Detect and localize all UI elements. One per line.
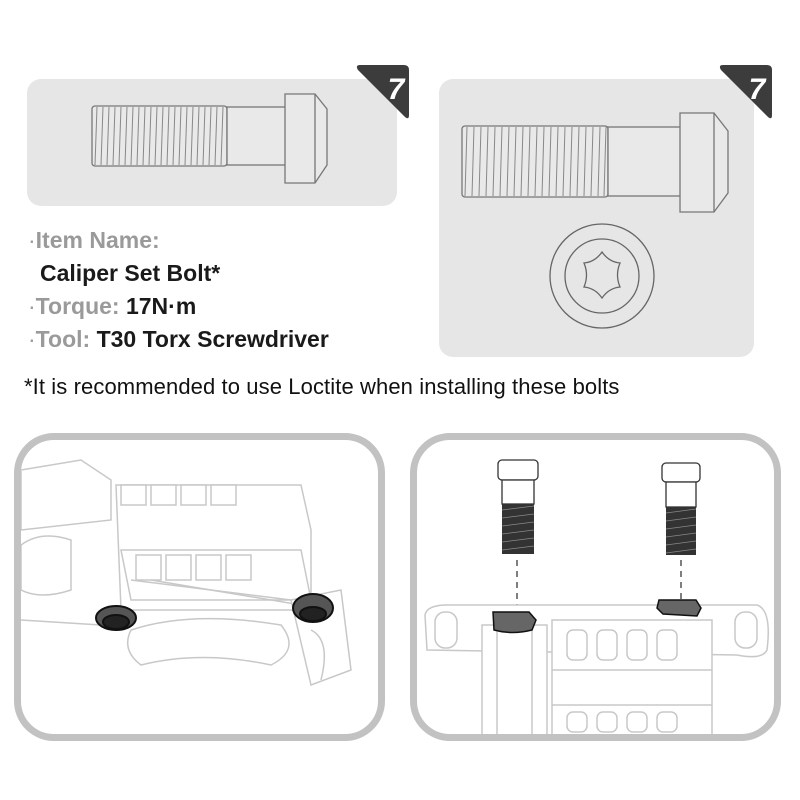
bolt-exploded-icon xyxy=(424,459,769,734)
tool-value: T30 Torx Screwdriver xyxy=(96,326,329,352)
torque-label: Torque: xyxy=(35,293,120,319)
bolt-with-torx-icon xyxy=(461,112,729,329)
bolt-hole-left-icon xyxy=(492,611,537,634)
caliper-installed-frame xyxy=(14,433,385,741)
item-name-value: Caliper Set Bolt* xyxy=(40,260,221,286)
bolt-left-icon xyxy=(497,459,539,608)
step-badge: 7 xyxy=(354,63,410,121)
installed-bolt-right-icon xyxy=(292,593,334,623)
bolt-installation-frame xyxy=(410,433,781,741)
item-name-label: Item Name: xyxy=(35,227,160,253)
caliper-installed-icon xyxy=(21,459,352,687)
bolt-torx-panel xyxy=(439,79,754,357)
item-name-row: ·Item Name: xyxy=(28,227,160,253)
bolt-hole-right-icon xyxy=(656,599,702,617)
step-number: 7 xyxy=(749,73,767,106)
torx-head-icon xyxy=(549,223,655,329)
bolt-side-panel xyxy=(27,79,397,206)
tool-label: Tool: xyxy=(35,326,91,352)
installed-bolt-left-icon xyxy=(95,605,137,631)
item-name-value-row: Caliper Set Bolt* xyxy=(28,257,329,290)
bolt-right-icon xyxy=(661,462,701,605)
step-number: 7 xyxy=(388,73,406,106)
bolt-side-view-icon xyxy=(91,93,328,184)
torque-value: 17N·m xyxy=(125,293,197,319)
tool-row: ·Tool: T30 Torx Screwdriver xyxy=(28,326,329,352)
step-badge-2: 7 xyxy=(717,63,773,121)
spec-list: ·Item Name: Caliper Set Bolt* ·Torque: 1… xyxy=(28,224,329,356)
loctite-note: *It is recommended to use Loctite when i… xyxy=(24,374,620,399)
torque-row: ·Torque: 17N·m xyxy=(28,293,197,319)
